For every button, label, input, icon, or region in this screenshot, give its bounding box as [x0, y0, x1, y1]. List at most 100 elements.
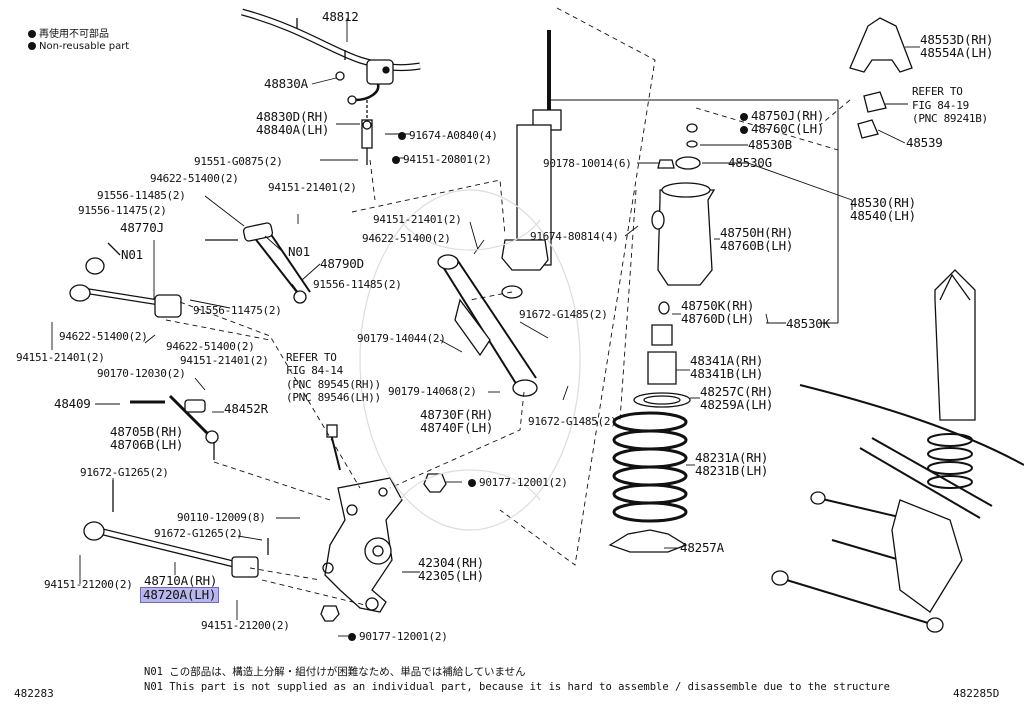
label-91556-11485-b[interactable]: 91556-11485(2): [313, 278, 402, 291]
label-91672-g1485-b[interactable]: 91672-G1485(2): [528, 415, 617, 428]
label-91672-g1265-a[interactable]: 91672-G1265(2): [80, 466, 169, 479]
label-48750j[interactable]: 48750J(RH): [740, 109, 824, 122]
label-42305[interactable]: 42305(LH): [418, 568, 484, 583]
label-48554a[interactable]: 48554A(LH): [920, 45, 994, 60]
label-48540-lh[interactable]: 48540(LH): [850, 208, 916, 223]
refer-fig-84-19-line1[interactable]: REFER TO: [912, 85, 963, 98]
label-48553d[interactable]: 48553D(RH): [920, 32, 994, 47]
refer-fig-84-14-line4[interactable]: (PNC 89546(LH)): [286, 391, 381, 404]
label-91556-11485-a[interactable]: 91556-11485(2): [97, 189, 186, 202]
label-90170[interactable]: 90170-12030(2): [97, 367, 186, 380]
label-42304[interactable]: 42304(RH): [418, 555, 484, 570]
label-90177-a[interactable]: 90177-12001(2): [468, 477, 568, 488]
non-reusable-icon: [28, 42, 36, 50]
watermark-emblem: [359, 189, 581, 531]
label-48812[interactable]: 48812: [322, 9, 359, 24]
non-reusable-icon: [740, 113, 748, 121]
label-48231a[interactable]: 48231A(RH): [695, 450, 769, 465]
label-94151-21401-a[interactable]: 94151-21401(2): [268, 181, 357, 194]
label-48830d[interactable]: 48830D(RH): [256, 109, 330, 124]
label-48409[interactable]: 48409: [54, 396, 91, 411]
label-48750h[interactable]: 48750H(RH): [720, 225, 794, 240]
label-90179-14068[interactable]: 90179-14068(2): [388, 385, 477, 398]
label-91551[interactable]: 91551-G0875(2): [194, 155, 283, 168]
label-n01-b: N01: [288, 244, 310, 259]
label-48530b[interactable]: 48530B: [748, 137, 792, 152]
label-91556-11475-a[interactable]: 91556-11475(2): [78, 204, 167, 217]
label-48840a[interactable]: 48840A(LH): [256, 122, 330, 137]
legend-en-text: Non-reusable part: [39, 41, 130, 52]
label-90110[interactable]: 90110-12009(8): [177, 511, 266, 524]
label-94151-21200-b[interactable]: 94151-21200(2): [201, 619, 290, 632]
label-48750k[interactable]: 48750K(RH): [681, 298, 755, 313]
legend-en: Non-reusable part: [28, 41, 129, 52]
non-reusable-icon: [468, 479, 476, 487]
non-reusable-icon: [740, 126, 748, 134]
footnote-jp: N01 この部品は、構造上分解・組付けが困難なため、単品では補給していません: [144, 666, 526, 678]
bump-stopper: [647, 351, 677, 385]
label-90177-b[interactable]: 90177-12001(2): [348, 631, 448, 642]
label-n01-a: N01: [121, 247, 143, 262]
label-94151-21401-d[interactable]: 94151-21401(2): [373, 213, 462, 226]
label-48790d[interactable]: 48790D: [320, 256, 364, 271]
figure-id-right: 482285D: [953, 687, 1000, 700]
coil-spring: [612, 411, 688, 523]
rear-lower-arm: [439, 257, 537, 391]
figure-id-left: 482283: [14, 687, 54, 700]
label-94622-d[interactable]: 94622-51400(2): [362, 232, 451, 245]
label-91672-g1485-a[interactable]: 91672-G1485(2): [519, 308, 608, 321]
label-48740f[interactable]: 48740F(LH): [420, 420, 494, 435]
assembled-strut: [934, 269, 976, 421]
steering-knuckle: [324, 477, 403, 613]
label-94622-a[interactable]: 94622-51400(2): [150, 172, 239, 185]
label-48341a[interactable]: 48341A(RH): [690, 353, 764, 368]
label-91556-11475-b[interactable]: 91556-11475(2): [193, 304, 282, 317]
label-48770j[interactable]: 48770J: [120, 220, 164, 235]
label-94622-b[interactable]: 94622-51400(2): [59, 330, 148, 343]
label-48706b[interactable]: 48706B(LH): [110, 437, 184, 452]
label-48530k[interactable]: 48530K: [786, 316, 830, 331]
label-48530g[interactable]: 48530G: [728, 155, 772, 170]
label-91672-g1265-b[interactable]: 91672-G1265(2): [154, 527, 243, 540]
refer-fig-84-14-line1[interactable]: REFER TO: [286, 351, 337, 364]
label-48710a[interactable]: 48710A(RH): [144, 573, 218, 588]
label-91674-a0840[interactable]: 91674-A0840(4): [398, 130, 498, 141]
label-48341b[interactable]: 48341B(LH): [690, 366, 764, 381]
footnote-en: N01 This part is not supplied as an indi…: [144, 681, 890, 693]
refer-fig-84-14-line3[interactable]: (PNC 89545(RH)): [286, 378, 381, 391]
label-94151-21200-a[interactable]: 94151-21200(2): [44, 578, 133, 591]
label-94151-20801[interactable]: 94151-20801(2): [392, 154, 492, 165]
label-94622-c[interactable]: 94622-51400(2): [166, 340, 255, 353]
label-48259a[interactable]: 48259A(LH): [700, 397, 774, 412]
non-reusable-icon: [348, 633, 356, 641]
stabilizer-link: [354, 83, 380, 102]
label-48760d[interactable]: 48760D(LH): [681, 311, 755, 326]
label-48705b[interactable]: 48705B(RH): [110, 424, 184, 439]
label-48720a[interactable]: 48720A(LH): [139, 587, 220, 603]
label-48257a[interactable]: 48257A: [680, 540, 724, 555]
stabilizer-bushing: [366, 59, 394, 85]
refer-fig-84-19-line3[interactable]: (PNC 89241B): [912, 112, 988, 125]
upper-support: [657, 189, 716, 286]
label-48760c[interactable]: 48760C(LH): [740, 122, 824, 135]
refer-fig-84-19-line2[interactable]: FIG 84-19: [912, 99, 969, 112]
label-90179-14044[interactable]: 90179-14044(2): [357, 332, 446, 345]
non-reusable-icon: [398, 132, 406, 140]
label-48257c[interactable]: 48257C(RH): [700, 384, 774, 399]
label-48830a[interactable]: 48830A: [264, 76, 308, 91]
label-90178[interactable]: 90178-10014(6): [543, 157, 632, 170]
label-94151-21401-b[interactable]: 94151-21401(2): [16, 351, 105, 364]
non-reusable-icon: [392, 156, 400, 164]
label-48539[interactable]: 48539: [906, 135, 943, 150]
label-48452r[interactable]: 48452R: [224, 401, 268, 416]
label-91674-80814[interactable]: 91674-80814(4): [530, 230, 619, 243]
label-48760b[interactable]: 48760B(LH): [720, 238, 794, 253]
refer-fig-84-14-line2[interactable]: FIG 84-14: [286, 364, 343, 377]
label-94151-21401-c[interactable]: 94151-21401(2): [180, 354, 269, 367]
label-48730f[interactable]: 48730F(RH): [420, 407, 494, 422]
label-48530-rh[interactable]: 48530(RH): [850, 195, 916, 210]
upper-arm-48790d: [249, 229, 311, 297]
label-48231b[interactable]: 48231B(LH): [695, 463, 769, 478]
